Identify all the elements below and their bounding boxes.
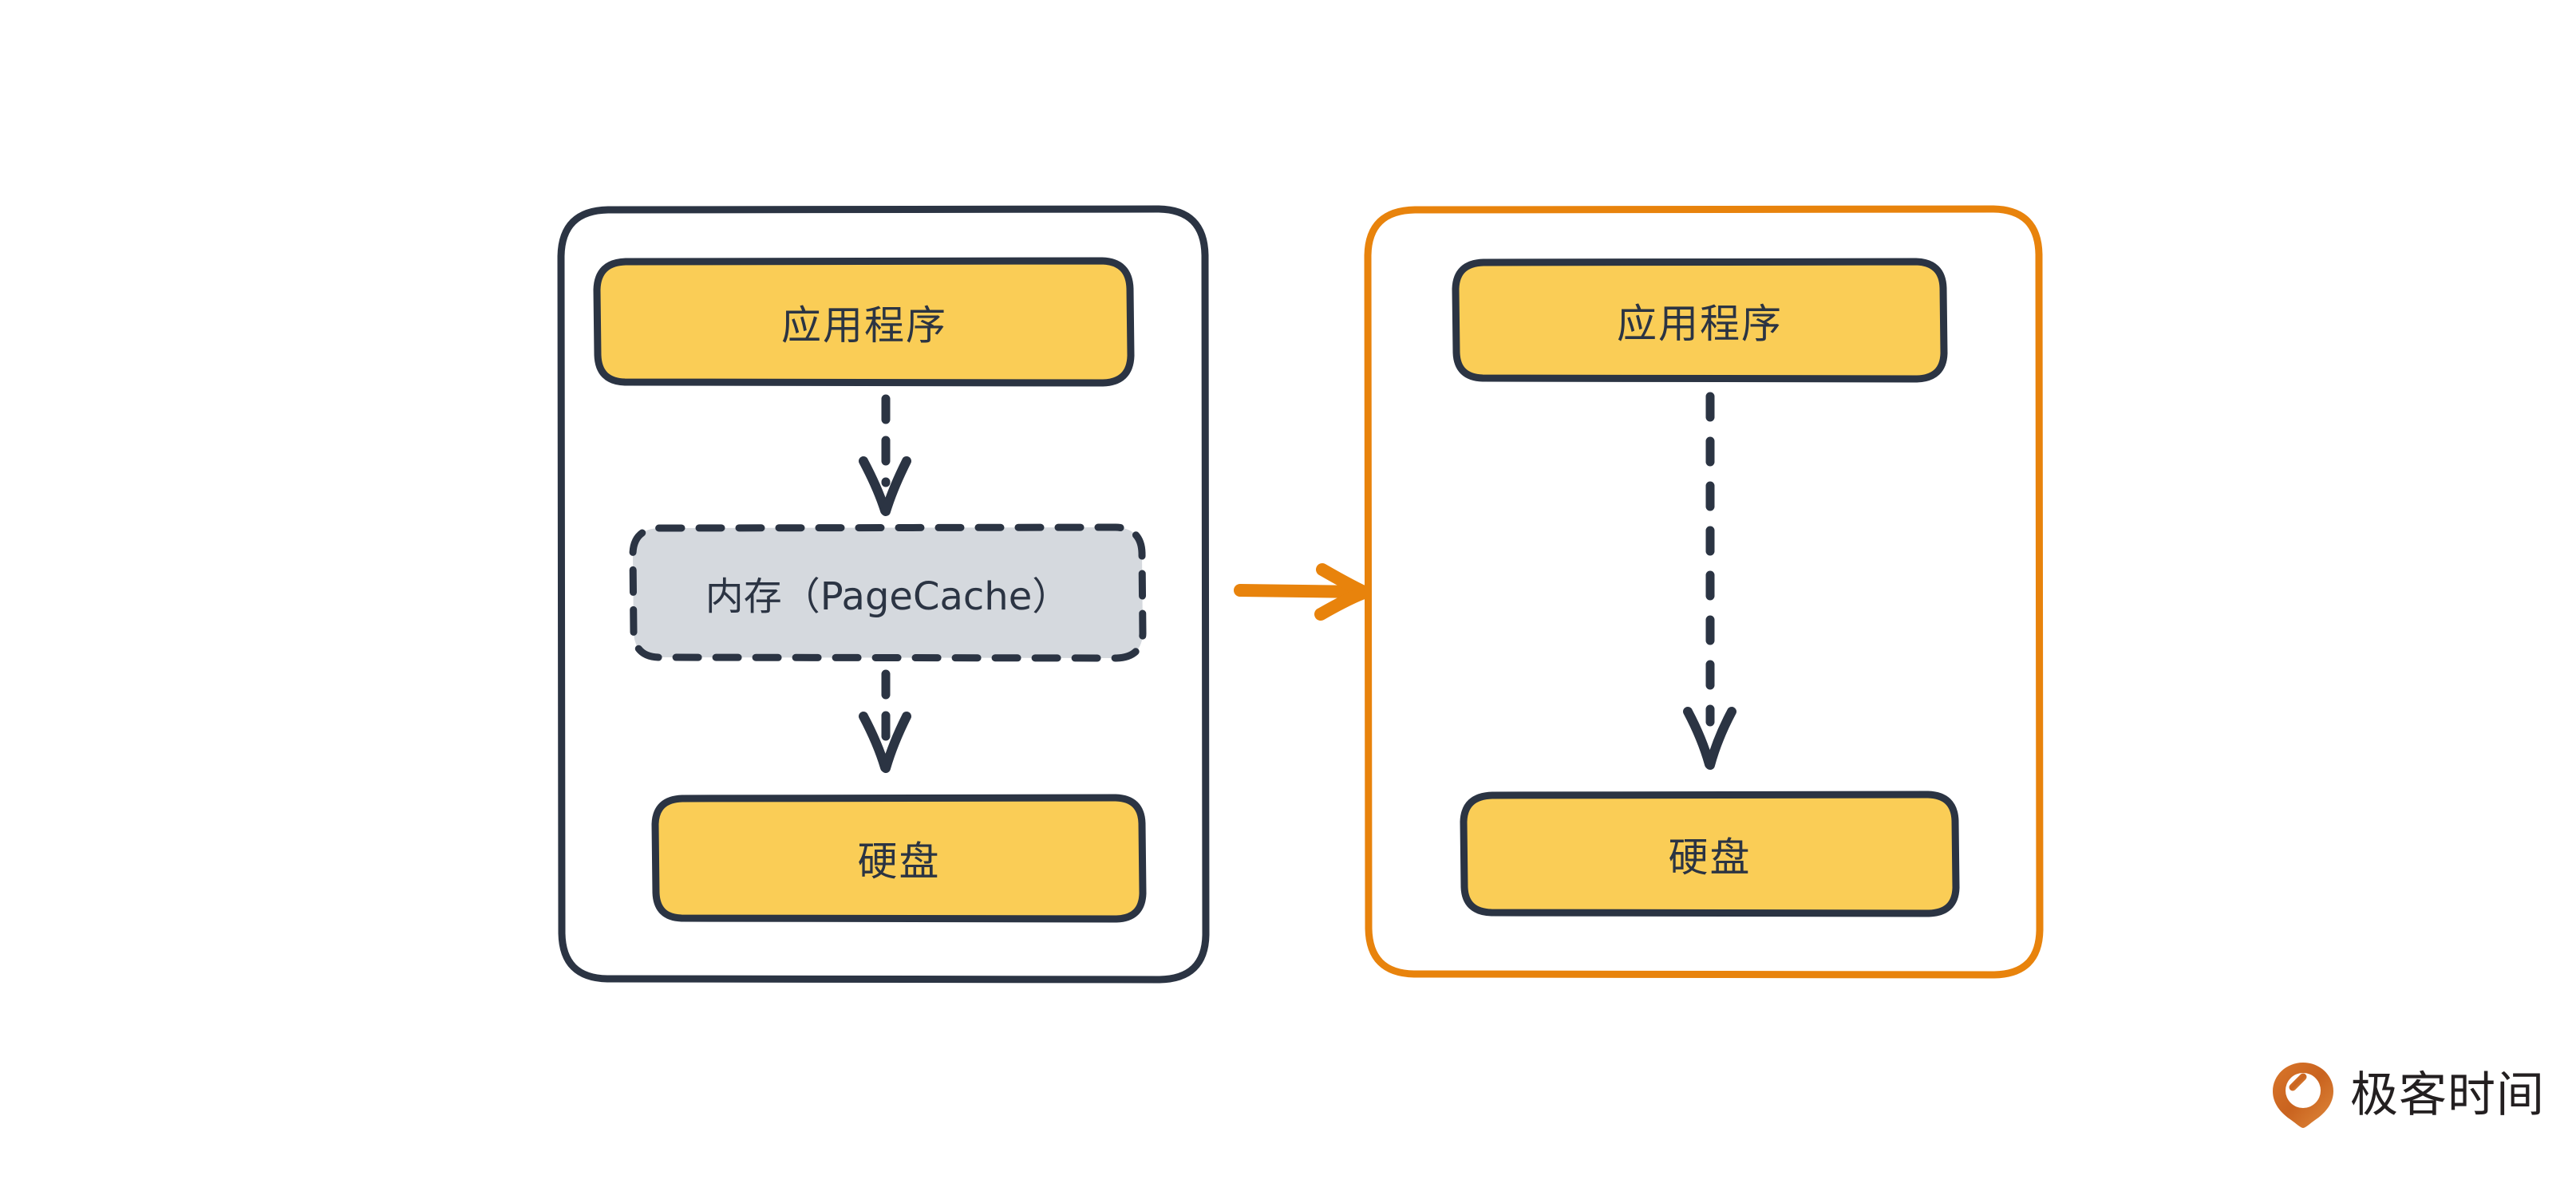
geektime-logo-icon [2270, 1061, 2336, 1130]
node-pagecache [629, 523, 1147, 662]
node-app-left-shape [593, 257, 1135, 387]
panel-direct-io-border [1364, 205, 2044, 979]
node-app-right [1452, 258, 1948, 383]
node-app-right-shape [1452, 258, 1948, 383]
edge-pagecache-to-disk [859, 669, 911, 773]
node-disk-right-shape [1460, 791, 1960, 917]
node-app-left [593, 257, 1135, 387]
panel-transition-arrow [1234, 563, 1370, 621]
watermark: 极客时间 [2270, 1051, 2544, 1139]
node-disk-right [1460, 791, 1960, 917]
node-disk-left-shape [651, 794, 1147, 923]
node-pagecache-shape [629, 523, 1147, 662]
panel-transition-arrow-head-bottom [1314, 586, 1370, 621]
edge-app-to-pagecache-arrow-right [881, 456, 911, 516]
edge-pagecache-to-disk-arrow-right [881, 712, 911, 773]
edge-app-to-disk [1683, 392, 1736, 770]
watermark-brand: 极客时间 [2350, 1067, 2545, 1123]
edge-app-to-pagecache [859, 394, 911, 516]
node-disk-left [651, 794, 1147, 923]
edge-app-to-disk-arrow-right [1705, 707, 1736, 770]
panel-transition-arrow-shaft [1234, 584, 1368, 598]
panel-direct-io [1364, 205, 2044, 979]
